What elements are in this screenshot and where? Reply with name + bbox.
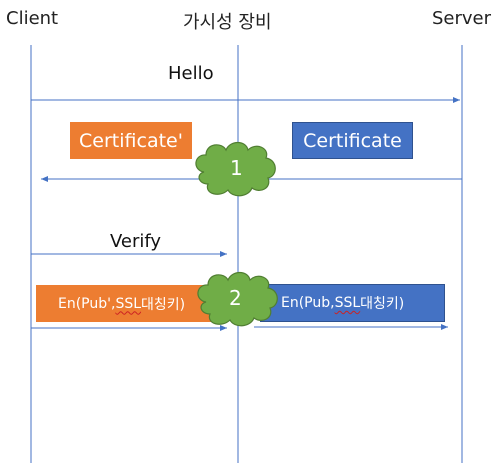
server-encrypted-ssl: SSL bbox=[334, 295, 361, 311]
client-certificate-box: Certificate' bbox=[70, 122, 192, 159]
hello-label: Hello bbox=[168, 63, 214, 84]
client-encrypted-prefix: En(Pub', bbox=[58, 295, 116, 312]
client-encrypted-ssl: SSL bbox=[115, 295, 142, 312]
device-label: 가시성 장비 bbox=[183, 12, 272, 33]
server-encrypted-key: 대칭키) bbox=[360, 296, 405, 312]
verify-label: Verify bbox=[110, 231, 162, 252]
server-label: Server bbox=[432, 8, 492, 29]
client-label: Client bbox=[6, 8, 59, 29]
server-encrypted-box: En(Pub,SSL 대칭키) bbox=[260, 284, 445, 322]
server-certificate-box: Certificate bbox=[292, 122, 413, 159]
client-encrypted-key: 대칭키) bbox=[141, 296, 186, 313]
client-encrypted-box: En(Pub',SSL 대칭키) bbox=[36, 285, 222, 322]
server-encrypted-prefix: En(Pub, bbox=[281, 295, 335, 311]
